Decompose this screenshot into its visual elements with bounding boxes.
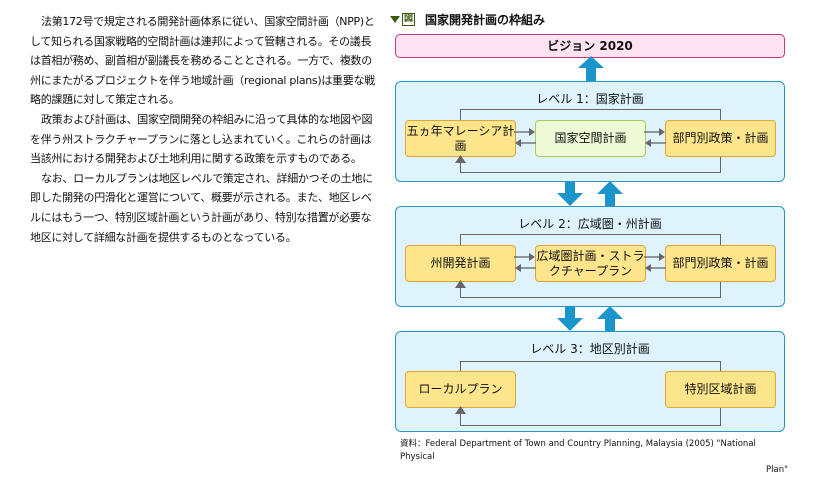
- arrow-up-icon: [597, 181, 623, 206]
- level-1-panel: レベル 1：国家計画 五ヵ年マレーシア計画 国家空間計画 部門別政策・計画: [395, 81, 785, 182]
- paragraph: 法第172号で規定される開発計画体系に従い、国家空間計画（NPP)として知られる…: [30, 15, 375, 107]
- arrow-down-icon: [557, 306, 583, 331]
- structure-plan-box: 広域圏計画・ストラクチャープラン: [535, 245, 646, 282]
- source-line-2: Plan": [766, 465, 788, 475]
- figure-label-icon: 図: [402, 13, 415, 26]
- arrowhead-up-icon: [455, 280, 466, 288]
- state-development-plan-box: 州開発計画: [405, 245, 516, 282]
- figure-title: 図 国家開発計画の枠組み: [390, 11, 545, 28]
- paragraph: 政策および計画は、国家空間開発の枠組みに沿って具体的な地図や図を伴う州ストラクチ…: [30, 112, 373, 166]
- level-3-panel: レベル 3：地区別計画 ローカルプラン 特別区域計画: [395, 331, 785, 432]
- figure-title-text: 国家開発計画の枠組み: [425, 13, 546, 27]
- sectoral-policy-box: 部門別政策・計画: [665, 245, 776, 282]
- sectoral-policy-box: 部門別政策・計画: [665, 120, 776, 157]
- bidirectional-arrow-icon: [644, 253, 666, 272]
- national-spatial-plan-box: 国家空間計画: [535, 120, 646, 157]
- bidirectional-arrow-icon: [514, 128, 536, 147]
- triangle-down-icon: [390, 16, 400, 23]
- special-area-plan-box: 特別区域計画: [665, 371, 776, 408]
- level-3-title: レベル 3：地区別計画: [530, 342, 650, 356]
- body-text: 法第172号で規定される開発計画体系に従い、国家空間計画（NPP)として知られる…: [30, 12, 378, 247]
- bidirectional-arrow-icon: [644, 128, 666, 147]
- arrowhead-up-icon: [455, 155, 466, 163]
- paragraph: なお、ローカルプランは地区レベルで策定され、詳細かつその土地に即した開発の円滑化…: [30, 171, 373, 244]
- arrow-down-icon: [557, 181, 583, 206]
- figure-source: 資料：Federal Department of Town and Countr…: [400, 438, 788, 477]
- arrow-up-icon: [578, 56, 604, 82]
- local-plan-box: ローカルプラン: [405, 371, 516, 408]
- level-2-title: レベル 2：広域圏・州計画: [518, 217, 662, 231]
- five-year-plan-box: 五ヵ年マレーシア計画: [405, 120, 516, 157]
- arrow-up-icon: [597, 306, 623, 331]
- level-1-title: レベル 1：国家計画: [536, 92, 644, 106]
- bidirectional-arrow-icon: [514, 253, 536, 272]
- vision-box: ビジョン 2020: [395, 34, 785, 58]
- level-2-panel: レベル 2：広域圏・州計画 州開発計画 広域圏計画・ストラクチャープラン 部門別…: [395, 206, 785, 307]
- arrowhead-up-icon: [455, 406, 466, 414]
- source-line-1: 資料：Federal Department of Town and Countr…: [400, 439, 756, 462]
